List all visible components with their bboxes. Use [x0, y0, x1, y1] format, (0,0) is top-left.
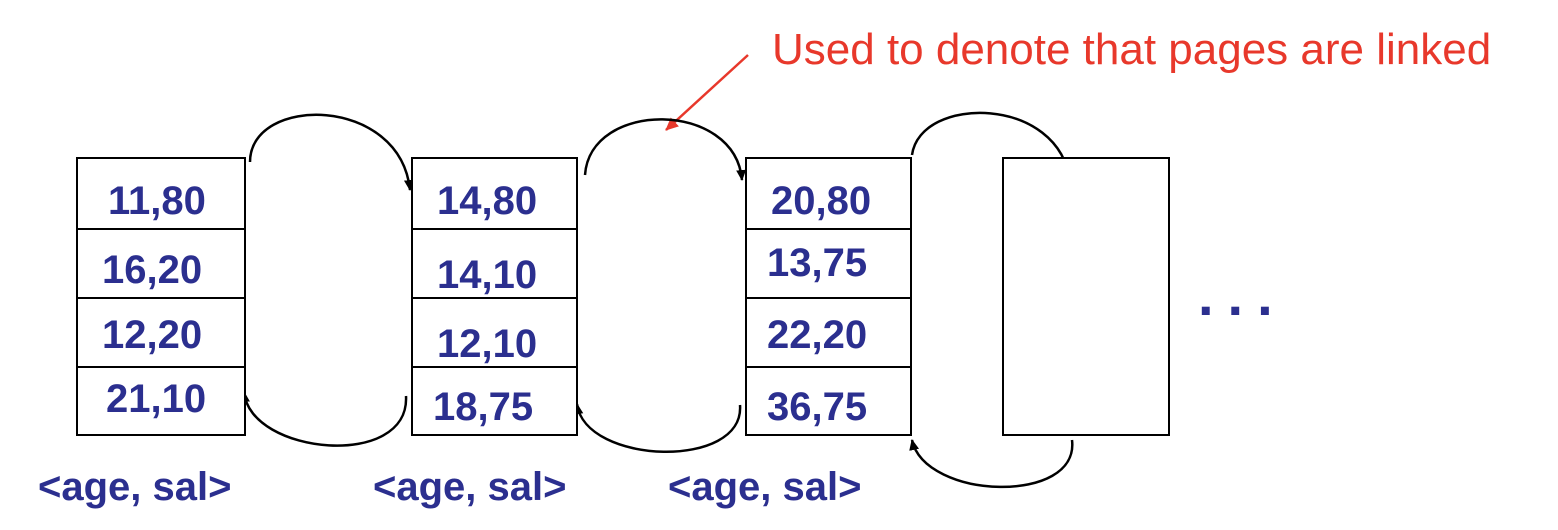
link-forward-3-4 [910, 111, 1074, 183]
record: 14,10 [437, 253, 538, 297]
page-3: 20,80 13,75 22,20 36,75 [745, 157, 912, 436]
record: 12,20 [102, 313, 203, 357]
record: 11,80 [108, 179, 206, 223]
record: 21,10 [106, 377, 207, 421]
link-forward-1-2 [248, 113, 414, 191]
record-divider [413, 366, 576, 368]
record-divider [413, 228, 576, 230]
record-divider [413, 297, 576, 299]
page-3-schema: <age, sal> [668, 465, 862, 509]
link-back-2-1 [239, 391, 408, 447]
record: 22,20 [767, 313, 868, 357]
record-divider [78, 366, 244, 368]
more-pages-ellipsis: ... [1198, 264, 1287, 327]
record-divider [747, 297, 910, 299]
record-divider [78, 297, 244, 299]
record: 18,75 [433, 385, 534, 429]
page-2: 14,80 14,10 12,10 18,75 [411, 157, 578, 436]
record: 13,75 [767, 241, 868, 285]
link-back-4-3 [909, 439, 1074, 489]
record: 14,80 [437, 179, 538, 223]
page-4 [1002, 157, 1170, 436]
record: 20,80 [771, 179, 872, 223]
link-back-3-2 [573, 403, 742, 453]
page-2-schema: <age, sal> [373, 465, 567, 509]
annotation-label: Used to denote that pages are linked [772, 25, 1492, 74]
record-divider [747, 366, 910, 368]
record: 16,20 [102, 248, 203, 292]
annotation-pointer-arrow [665, 54, 749, 131]
record-divider [78, 228, 244, 230]
link-forward-2-3 [583, 118, 747, 181]
record: 36,75 [767, 385, 868, 429]
page-1-schema: <age, sal> [38, 465, 232, 509]
page-1: 11,80 16,20 12,20 21,10 [76, 157, 246, 436]
record-divider [747, 228, 910, 230]
record: 12,10 [437, 322, 538, 366]
